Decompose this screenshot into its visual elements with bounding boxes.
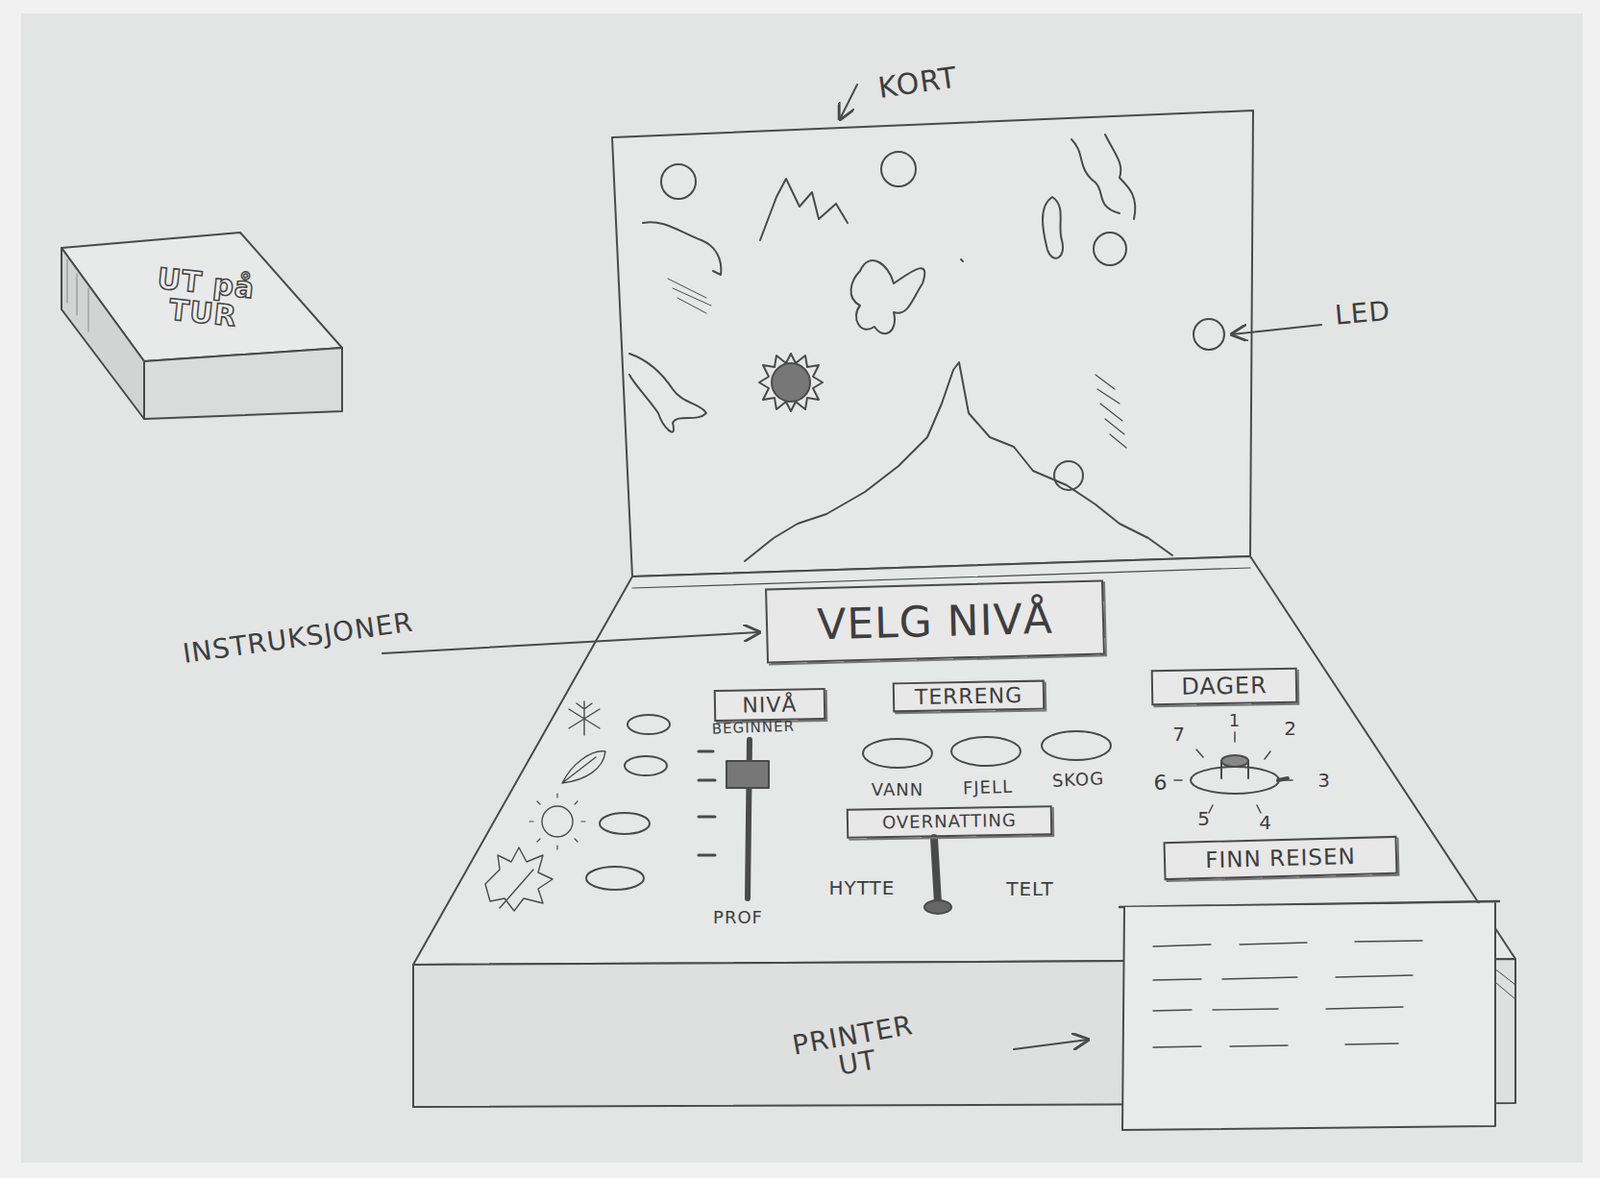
dial-number: 7 bbox=[1164, 724, 1194, 745]
sun-icon-rays bbox=[529, 793, 586, 850]
dial-number: 6 bbox=[1146, 771, 1176, 794]
toggle-base bbox=[924, 900, 952, 914]
season-button bbox=[627, 714, 670, 735]
annotation-label: TELT bbox=[986, 879, 1074, 900]
season-button bbox=[586, 866, 644, 890]
map-hatch bbox=[1095, 374, 1127, 448]
label-box: FINN REISEN bbox=[1163, 836, 1399, 881]
dial-number: 3 bbox=[1309, 770, 1339, 791]
sun-marker bbox=[771, 363, 811, 402]
map-dot bbox=[960, 259, 963, 262]
label-box: NIVÅ bbox=[713, 688, 827, 722]
slider-knob bbox=[726, 761, 769, 788]
map-lake bbox=[851, 260, 926, 334]
leader-arrow bbox=[1231, 324, 1322, 335]
sun-rays bbox=[759, 353, 823, 412]
dial-number: 2 bbox=[1276, 718, 1305, 739]
toggle-lever bbox=[934, 837, 938, 904]
console-top bbox=[413, 556, 1516, 965]
map-stream bbox=[1071, 134, 1135, 220]
leaf-icon bbox=[562, 751, 606, 784]
snowflake-icon bbox=[568, 701, 600, 736]
dial-knob bbox=[1221, 755, 1249, 767]
printout-text-scribble bbox=[1153, 940, 1423, 1048]
led-light bbox=[661, 164, 696, 199]
led-light bbox=[1093, 232, 1127, 266]
annotation-label: BEGINNER bbox=[695, 718, 812, 739]
box-text: UT på TUR bbox=[120, 259, 290, 337]
map-river bbox=[642, 221, 721, 275]
logo-box: UT på TUR bbox=[118, 243, 291, 352]
terrain-button bbox=[862, 738, 933, 768]
annotation-label: HYTTE bbox=[813, 878, 911, 899]
season-button bbox=[624, 756, 667, 776]
map-hatch bbox=[667, 278, 712, 314]
map-panel bbox=[612, 110, 1254, 577]
box-text: OVERNATTING bbox=[882, 812, 1017, 833]
map-mountain bbox=[760, 178, 848, 241]
printout-paper bbox=[1122, 903, 1496, 1131]
box-text: DAGER bbox=[1181, 673, 1268, 700]
annotation-label: LED bbox=[1313, 295, 1412, 332]
paper-sheet bbox=[21, 13, 1583, 1163]
terrain-button bbox=[1041, 731, 1111, 761]
box-shading bbox=[67, 259, 89, 332]
annotation-label: FJELL bbox=[944, 777, 1033, 799]
label-box: TERRENG bbox=[892, 680, 1046, 714]
label-box: VELG NIVÅ bbox=[764, 579, 1106, 664]
annotation-label: VANN bbox=[854, 781, 941, 800]
leader-arrow bbox=[1013, 1039, 1088, 1050]
box-text: NIVÅ bbox=[741, 692, 797, 716]
label-box: DAGER bbox=[1151, 667, 1299, 707]
annotation-label: PRINTER UT bbox=[779, 1009, 932, 1090]
maple-leaf-icon bbox=[485, 847, 553, 911]
map-coast bbox=[629, 353, 707, 433]
terrain-button bbox=[951, 737, 1021, 766]
leader-arrow bbox=[382, 632, 760, 654]
box-text: TERRENG bbox=[914, 684, 1024, 709]
slider-ticks bbox=[698, 751, 715, 856]
dial-number: 4 bbox=[1251, 812, 1280, 834]
annotation-label: INSTRUKSJONER bbox=[134, 601, 463, 675]
box-text: FINN REISEN bbox=[1205, 844, 1356, 872]
dial-number: 1 bbox=[1220, 712, 1250, 731]
map-lake bbox=[1042, 196, 1063, 259]
annotation-label: KORT bbox=[839, 56, 997, 108]
dial-ticks bbox=[1174, 732, 1293, 813]
sun-icon bbox=[541, 806, 573, 837]
map-mountain bbox=[744, 362, 1173, 562]
label-box: OVERNATTING bbox=[846, 805, 1054, 839]
annotation-label: SKOG bbox=[1034, 768, 1123, 792]
leader-arrow bbox=[839, 84, 858, 120]
annotation-label: PROF bbox=[694, 909, 782, 928]
box-front bbox=[144, 347, 343, 419]
led-light bbox=[1193, 319, 1225, 350]
dial-base bbox=[1190, 766, 1280, 794]
box-side bbox=[61, 247, 145, 419]
dial-number: 5 bbox=[1189, 809, 1219, 830]
led-light bbox=[881, 151, 916, 187]
season-button bbox=[599, 812, 650, 835]
box-text: VELG NIVÅ bbox=[816, 596, 1055, 648]
